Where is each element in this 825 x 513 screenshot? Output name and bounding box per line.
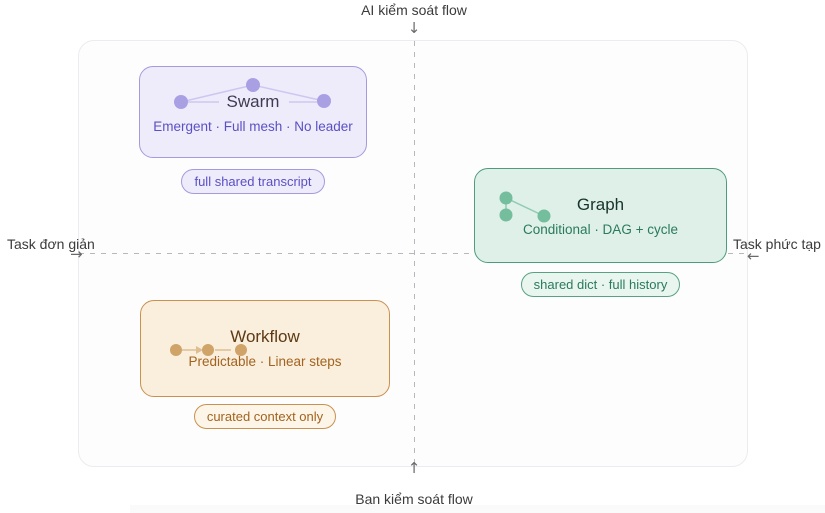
swarm-mesh-icon <box>174 78 331 109</box>
axis-label-left: Task đơn giản <box>7 236 95 252</box>
horizontal-axis-dashed-line <box>79 253 747 254</box>
badge-row-graph: shared dict · full history <box>474 272 727 297</box>
card-swarm-subtitle: Emergent · Full mesh · No leader <box>153 119 353 134</box>
card-graph: Graph Conditional · DAG + cycle <box>474 168 727 263</box>
axis-label-right: Task phức tạp <box>733 236 821 252</box>
axis-label-bottom: Bạn kiểm soát flow <box>355 491 473 507</box>
arrow-up-icon: ↑ <box>407 459 421 477</box>
vertical-axis-dashed-line <box>414 41 415 466</box>
card-graph-title: Graph <box>576 195 625 214</box>
badge-row-workflow: curated context only <box>140 404 390 429</box>
card-graph-subtitle: Conditional · DAG + cycle <box>523 222 678 237</box>
badge-row-swarm: full shared transcript <box>139 169 367 194</box>
card-workflow: Workflow Predictable · Linear steps <box>140 300 390 397</box>
arrow-right-icon: → <box>70 245 83 263</box>
card-workflow-title: Workflow <box>230 327 300 346</box>
card-workflow-subtitle: Predictable · Linear steps <box>188 354 342 369</box>
card-swarm-title: Swarm <box>226 92 280 111</box>
card-swarm: Swarm Emergent · Full mesh · No leader <box>139 66 367 158</box>
badge-graph: shared dict · full history <box>520 272 681 297</box>
badge-workflow: curated context only <box>193 404 337 429</box>
workflow-steps-icon <box>170 344 247 356</box>
arrow-left-icon: ← <box>747 247 760 265</box>
badge-swarm: full shared transcript <box>181 169 325 194</box>
graph-dag-icon <box>499 191 551 223</box>
arrow-down-icon: ↓ <box>407 19 421 37</box>
axis-label-top: AI kiểm soát flow <box>361 2 467 18</box>
bottom-seam-strip <box>130 505 825 513</box>
